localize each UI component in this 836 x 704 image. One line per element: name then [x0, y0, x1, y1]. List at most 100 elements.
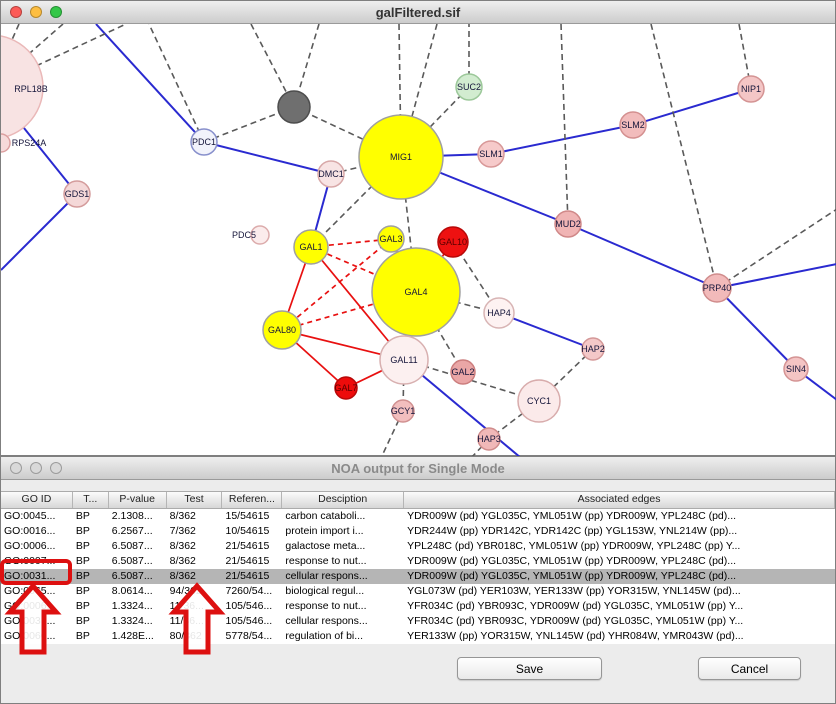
column-header-3[interactable]: P-value — [109, 492, 167, 508]
table-cell: YFR034C (pd) YBR093C, YDR009W (pd) YGL03… — [407, 615, 744, 627]
graph-node-label: SLM1 — [479, 149, 503, 159]
table-cell: 5778/54... — [225, 630, 273, 642]
noa-window-titlebar[interactable]: NOA output for Single Mode — [1, 457, 835, 480]
graph-edge — [250, 24, 295, 108]
graph-node-SLM1[interactable] — [477, 140, 505, 168]
graph-node-GAL4[interactable] — [371, 247, 461, 337]
graph-node-label: HAP4 — [487, 308, 511, 318]
column-header-7[interactable]: Associated edges — [404, 492, 835, 508]
graph-node-HAP3[interactable] — [477, 427, 501, 451]
graph-edge — [1, 24, 64, 80]
table-cell: 6.5087... — [111, 555, 153, 567]
table-cell: GO:0006... — [4, 600, 56, 612]
graph-node-GAL2[interactable] — [450, 359, 476, 385]
table-cell: 6.2567... — [111, 525, 153, 537]
graph-node-RPL18B[interactable] — [1, 35, 44, 139]
graph-node-unnamed[interactable] — [277, 90, 311, 124]
graph-node-label: CYC1 — [527, 396, 551, 406]
graph-node-DMC1[interactable] — [317, 160, 345, 188]
table-cell: YDR009W (pd) YGL035C, YML051W (pp) YDR00… — [407, 570, 737, 582]
graph-node-GCY1[interactable] — [391, 399, 415, 423]
graph-node-HAP4[interactable] — [483, 297, 515, 329]
graph-node-GAL10[interactable] — [437, 226, 469, 258]
table-cell: 1.428E... — [111, 630, 154, 642]
minimize-button[interactable] — [30, 462, 42, 474]
table-cell: YDR009W (pd) YGL035C, YML051W (pp) YDR00… — [407, 510, 737, 522]
graph-node-GAL11[interactable] — [379, 335, 429, 385]
graph-node-label: SIN4 — [786, 364, 806, 374]
graph-node-label: GCY1 — [391, 406, 416, 416]
column-header-2[interactable]: T... — [73, 492, 109, 508]
graph-node-label: GAL7 — [334, 383, 357, 393]
zoom-button[interactable] — [50, 462, 62, 474]
save-button[interactable]: Save — [457, 657, 602, 680]
graph-node-label: PRP40 — [703, 283, 732, 293]
window-controls — [10, 6, 62, 18]
graph-edge — [310, 246, 417, 293]
graph-edge — [203, 141, 332, 175]
graph-node-SUC2[interactable] — [455, 73, 483, 101]
graph-node-label: NIP1 — [741, 84, 761, 94]
table-cell: regulation of bi... — [285, 630, 363, 642]
graph-node-CYC1[interactable] — [517, 379, 561, 423]
column-header-6[interactable]: Desciption — [282, 492, 405, 508]
graph-node-HAP2[interactable] — [581, 337, 605, 361]
table-cell: GO:0060... — [4, 630, 56, 642]
graph-node-GAL80[interactable] — [262, 310, 302, 350]
graph-node-GDS1[interactable] — [63, 180, 91, 208]
close-button[interactable] — [10, 6, 22, 18]
table-cell: cellular respons... — [285, 570, 368, 582]
table-cell: GO:0016... — [4, 525, 56, 537]
table-cell: 21/54615 — [225, 570, 270, 582]
graph-node-NIP1[interactable] — [737, 75, 765, 103]
graph-node-SLM2[interactable] — [619, 111, 647, 139]
graph-node-MUD2[interactable] — [554, 210, 582, 238]
table-cell: 8/362 — [169, 570, 196, 582]
table-cell: 6.5087... — [111, 540, 153, 552]
graph-edge — [281, 238, 392, 331]
graph-edge — [148, 24, 205, 143]
column-header-1[interactable]: GO ID — [1, 492, 73, 508]
zoom-button[interactable] — [50, 6, 62, 18]
table-cell: BP — [75, 585, 90, 597]
graph-node-label: RPL18B — [14, 84, 48, 94]
table-cell: 94/362 — [169, 585, 202, 597]
table-cell: YGL073W (pd) YER103W, YER133W (pp) YOR31… — [407, 585, 741, 597]
graph-node-label: PDC5 — [232, 230, 256, 240]
graph-node-MIG1[interactable] — [358, 114, 444, 200]
graph-node-GAL3[interactable] — [377, 225, 405, 253]
graph-node-SIN4[interactable] — [783, 356, 809, 382]
graph-edge — [632, 88, 752, 126]
network-canvas[interactable]: RPL18BRPS24AGDS1PDC1DMC1MIG1SUC2SLM1SLM2… — [1, 24, 836, 457]
graph-node-RPS24A[interactable] — [1, 133, 11, 153]
column-header-4[interactable]: Test — [167, 492, 223, 508]
network-window-titlebar[interactable]: galFiltered.sif — [1, 1, 835, 24]
close-button[interactable] — [10, 462, 22, 474]
minimize-button[interactable] — [30, 6, 42, 18]
table-cell: BP — [75, 555, 90, 567]
graph-node-PDC1[interactable] — [190, 128, 218, 156]
cancel-button[interactable]: Cancel — [698, 657, 801, 680]
graph-node-PDC5[interactable] — [250, 225, 270, 245]
graph-node-label: GAL3 — [379, 234, 402, 244]
graph-edge — [95, 24, 205, 143]
table-cell: 80/362 — [169, 630, 202, 642]
graph-node-PRP40[interactable] — [702, 273, 732, 303]
table-cell: 1.3324... — [111, 600, 153, 612]
graph-node-GAL1[interactable] — [293, 229, 329, 265]
column-header-5[interactable]: Referen... — [222, 492, 283, 508]
graph-node-GAL7[interactable] — [334, 376, 358, 400]
table-cell: GO:0031... — [4, 615, 56, 627]
table-cell: GO:0031... — [4, 570, 56, 582]
graph-node-label: SLM2 — [621, 120, 645, 130]
